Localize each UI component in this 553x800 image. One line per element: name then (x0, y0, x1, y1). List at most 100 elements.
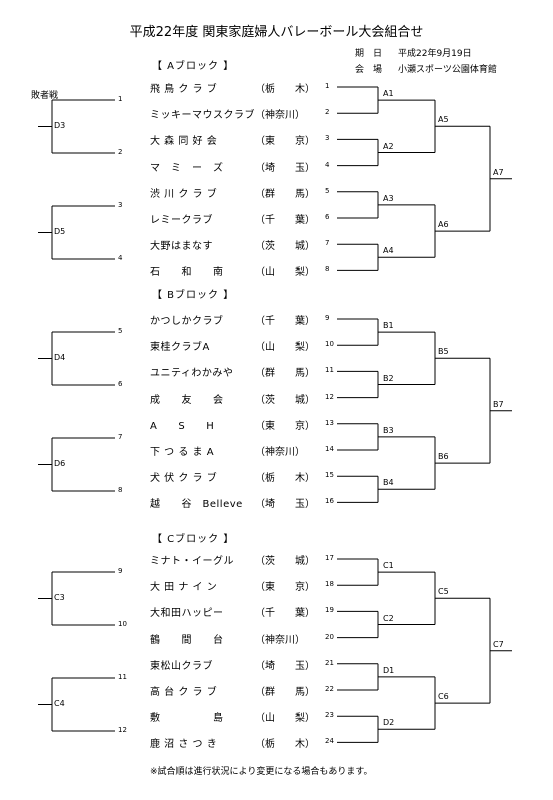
team-name: 越 谷 Belleve (150, 499, 243, 511)
team-prefecture: （山 梨） (255, 342, 315, 354)
bracket-slot-number: 3 (118, 201, 123, 209)
team-number: 19 (325, 606, 334, 615)
team-row: 石 和 南 （山 梨） (150, 263, 325, 278)
team-number: 18 (325, 580, 334, 589)
team-row: 高 台 ク ラ ブ （群 馬） (150, 683, 325, 698)
team-prefecture: （東 京） (255, 136, 315, 148)
bracket-slot-number: 4 (118, 254, 123, 262)
team-row: 鹿 沼 さ つ き（栃 木） (150, 735, 325, 750)
match-node: A5 (438, 115, 449, 125)
team-prefecture: （山 梨） (255, 713, 315, 725)
date-label: 期 日 (355, 49, 383, 59)
bracket-slot-number: 6 (118, 380, 123, 388)
team-prefecture: （神奈川） (255, 110, 305, 122)
loser-match-node: D6 (54, 458, 66, 468)
team-row: 渋 川 ク ラ ブ （群 馬） (150, 185, 325, 200)
team-name: 高 台 ク ラ ブ (150, 687, 218, 698)
loser-match-node: D3 (54, 120, 66, 130)
bracket-slot-number: 1 (118, 95, 123, 103)
team-prefecture: （群 馬） (255, 188, 315, 200)
team-name: 成 友 会 (150, 394, 224, 406)
team-number: 21 (325, 658, 334, 667)
match-node: B3 (383, 425, 394, 435)
team-prefecture: （埼 玉） (255, 499, 315, 511)
team-name: 大和田ハッピー (150, 608, 224, 620)
team-row: ミナト・イーグル （茨 城） (150, 552, 325, 567)
team-name: 東松山クラブ (150, 660, 213, 672)
team-prefecture: （千 葉） (255, 608, 315, 620)
bracket-slot-number: 12 (118, 726, 127, 734)
match-node: B6 (438, 452, 449, 462)
team-prefecture: （群 馬） (255, 368, 315, 380)
match-node: B7 (493, 399, 504, 409)
bracket-slot-number: 9 (118, 567, 123, 575)
block-label: 【 Aブロック 】 (152, 61, 235, 72)
team-prefecture: （東 京） (255, 582, 315, 594)
team-row: ユニティわかみや（群 馬） (150, 364, 325, 379)
team-prefecture: （茨 城） (255, 241, 315, 253)
block-label: 【 Cブロック 】 (152, 534, 235, 545)
match-node: C7 (493, 639, 504, 649)
loser-match-node: D4 (54, 352, 66, 362)
team-name: 石 和 南 (150, 267, 224, 279)
team-number: 11 (325, 366, 334, 375)
loser-match-node: C3 (54, 592, 65, 602)
team-number: 23 (325, 711, 334, 720)
team-name: 敷 島 (150, 713, 224, 725)
team-row: 大 森 同 好 会 （東 京） (150, 132, 325, 147)
team-prefecture: （茨 城） (255, 556, 315, 567)
loser-bracket-label: 敗者戦 (31, 91, 59, 101)
team-number: 13 (325, 418, 334, 427)
team-prefecture: （茨 城） (255, 394, 315, 406)
team-name: ミナト・イーグル (150, 556, 234, 567)
team-row: 大 田 ナ イ ン（東 京） (150, 578, 325, 593)
team-row: 東松山クラブ（埼 玉） (150, 657, 325, 672)
match-node: A4 (383, 246, 394, 256)
match-node: B2 (383, 373, 394, 383)
team-prefecture: （埼 玉） (255, 162, 315, 174)
bracket-slot-number: 7 (118, 433, 123, 441)
team-number: 5 (325, 186, 330, 195)
team-number: 14 (325, 445, 334, 453)
page-title: 平成22年度 関東家庭婦人バレーボール大会組合せ (129, 25, 424, 40)
match-node: A3 (383, 193, 394, 203)
bracket-slot-number: 8 (118, 486, 123, 494)
team-name: 渋 川 ク ラ ブ (150, 188, 218, 200)
match-node: A6 (438, 220, 449, 230)
team-name: 鹿 沼 さ つ き (150, 739, 218, 751)
team-name: 大野はまなす (150, 241, 213, 253)
team-number: 24 (325, 737, 334, 746)
team-number: 3 (325, 134, 330, 143)
team-number: 22 (325, 685, 334, 693)
team-row: 成 友 会 （茨 城） (150, 391, 325, 406)
team-number: 12 (325, 392, 334, 401)
loser-match-node: D5 (54, 226, 66, 236)
match-node: A2 (383, 141, 394, 151)
team-row: レミークラブ（千 葉） (150, 211, 325, 226)
team-prefecture: （東 京） (255, 420, 315, 432)
team-number: 8 (325, 265, 330, 274)
venue-label: 会 場 (355, 65, 383, 75)
team-name: 鶴 間 台 (150, 634, 224, 646)
match-node: C6 (438, 692, 449, 702)
team-row: マ ミ ー ズ （埼 玉） (150, 159, 325, 174)
team-name: 大 森 同 好 会 (150, 136, 218, 148)
venue-value: 小瀬スポーツ公園体育館 (398, 65, 497, 75)
team-prefecture: （山 梨） (255, 267, 315, 279)
team-number: 2 (325, 108, 330, 117)
team-number: 9 (325, 314, 330, 322)
team-number: 4 (325, 160, 330, 169)
team-prefecture: （栃 木） (255, 473, 315, 485)
team-row: かつしかクラブ（千 葉） (150, 312, 325, 327)
team-name: レミークラブ (150, 215, 213, 226)
team-name: 東桂クラブA (150, 342, 210, 354)
team-name: マ ミ ー ズ (150, 162, 224, 174)
footnote: ※試合順は進行状況により変更になる場合もあります。 (150, 767, 373, 777)
team-prefecture: （群 馬） (255, 687, 315, 698)
team-name: ミッキーマウスクラブ (150, 110, 255, 122)
team-row: 犬 伏 ク ラ ブ（栃 木） (150, 469, 325, 484)
team-row: 大野はまなす （茨 城） (150, 237, 325, 252)
match-node: A1 (383, 89, 394, 99)
team-row: 東桂クラブA （山 梨） (150, 338, 325, 353)
match-node: B5 (438, 347, 449, 357)
